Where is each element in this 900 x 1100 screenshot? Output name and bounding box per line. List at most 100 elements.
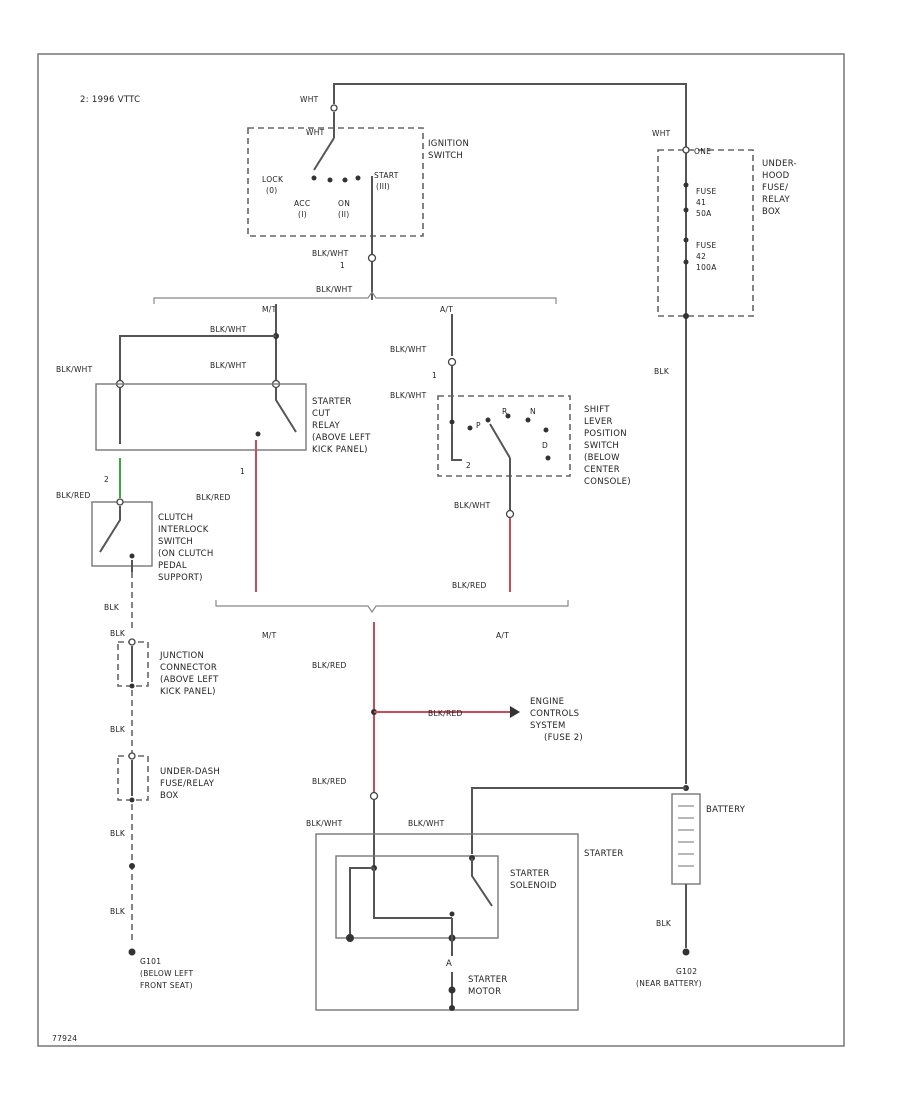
engine-name-1: ENGINE (530, 697, 564, 707)
clutch-name-6: SUPPORT) (158, 573, 203, 583)
engine-name-3: SYSTEM (530, 721, 566, 731)
fuse-box-name-5: BOX (762, 207, 781, 217)
ignition-pos-wht: WHT (306, 128, 325, 137)
ignition-lock-label: LOCK (262, 175, 284, 184)
relay-name-4: (ABOVE LEFT (312, 433, 371, 443)
shift-pos-r: R (502, 407, 508, 416)
underdash-wire-out: BLK (110, 829, 126, 838)
fuse-label-top: ONE (694, 147, 711, 156)
clutch-name-2: INTERLOCK (158, 525, 209, 535)
junction-name-4: KICK PANEL) (160, 687, 216, 697)
clutch-interlock-switch (91, 498, 153, 632)
branch-mt-upper: M/T (262, 305, 277, 314)
clutch-out-wire: BLK (104, 603, 120, 612)
relay-wire-a: BLK/WHT (210, 325, 247, 334)
starter-motor-1: STARTER (468, 975, 508, 985)
branch-at-upper: A/T (440, 305, 453, 314)
shift-name-1: SHIFT (584, 405, 610, 415)
ignition-on-num: (II) (338, 210, 349, 219)
underdash-wire-ground: BLK (110, 907, 126, 916)
junction-wire-in: BLK (110, 629, 126, 638)
fuse-box-name-3: FUSE/ (762, 183, 788, 193)
diagram-code: 77924 (52, 1034, 77, 1043)
starter-solenoid-1: STARTER (510, 869, 550, 879)
ignition-out-pin: 1 (340, 261, 345, 270)
junction-wire-out: BLK (110, 725, 126, 734)
engine-trunk-wire: BLK/RED (312, 661, 347, 670)
relay-name-2: CUT (312, 409, 331, 419)
fuse-box-out-wire: BLK (654, 367, 670, 376)
branch-mt-lower: M/T (262, 631, 277, 640)
ignition-switch (247, 112, 424, 300)
engine-branch-wire: BLK/RED (428, 709, 463, 718)
relay-out-wire: BLK/RED (196, 493, 231, 502)
clutch-name-5: PEDAL (158, 561, 187, 571)
clutch-pin: 2 (104, 475, 109, 484)
ignition-switch-name-2: SWITCH (428, 151, 463, 161)
starter-name: STARTER (584, 849, 624, 859)
ignition-on-label: ON (338, 199, 350, 208)
relay-wire-b: BLK/WHT (210, 361, 247, 370)
starter-wire-right: BLK/WHT (408, 819, 445, 828)
ground1-line3: FRONT SEAT) (140, 981, 193, 990)
branch-at-lower: A/T (496, 631, 509, 640)
fuse2-num: 42 (696, 252, 706, 261)
ignition-bus-wire: BLK/WHT (316, 285, 353, 294)
shift-pos-2: 2 (466, 461, 471, 470)
shift-out-wire: BLK/WHT (454, 501, 491, 510)
ground2-line2: (NEAR BATTERY) (636, 979, 702, 988)
shift-pos-n: N (530, 407, 536, 416)
starter-cut-relay (95, 304, 307, 592)
feed-wire-wht (330, 83, 687, 148)
engine-lower-wire: BLK/RED (312, 777, 347, 786)
shift-name-5: (BELOW (584, 453, 620, 463)
engine-name-2: CONTROLS (530, 709, 579, 719)
engine-name-4: (FUSE 2) (544, 733, 583, 743)
shift-name-4: SWITCH (584, 441, 619, 451)
ignition-connector (367, 253, 377, 263)
clutch-name-3: SWITCH (158, 537, 193, 547)
clutch-name-1: CLUTCH (158, 513, 193, 523)
ground2-line1: G102 (676, 967, 697, 976)
diagram-frame (37, 53, 845, 1047)
ignition-acc-label: ACC (294, 199, 310, 208)
shift-name-2: LEVER (584, 417, 613, 427)
junction-name-1: JUNCTION (159, 651, 204, 661)
ignition-switch-name-1: IGNITION (428, 139, 469, 149)
shift-pos-p: P (476, 421, 481, 430)
starter-assembly (315, 833, 579, 1011)
ignition-lock-num: (0) (266, 186, 278, 195)
fuse-box-name-4: RELAY (762, 195, 791, 205)
ignition-start-label: START (374, 171, 399, 180)
battery-label: BATTERY (706, 805, 746, 815)
junction-name-2: CONNECTOR (160, 663, 217, 673)
clutch-in-wire: BLK/RED (56, 491, 91, 500)
relay-wire-left: BLK/WHT (56, 365, 93, 374)
ground1-line2: (BELOW LEFT (140, 969, 194, 978)
relay-name-5: KICK PANEL) (312, 445, 368, 455)
junction-name-3: (ABOVE LEFT (160, 675, 219, 685)
starter-motor-2: MOTOR (468, 987, 501, 997)
upper-branch-bracket (153, 290, 557, 304)
engine-controls-feed (369, 622, 520, 866)
fuse-box-name-1: UNDER- (762, 159, 797, 169)
ignition-out-wire: BLK/WHT (312, 249, 349, 258)
starter-wire-left: BLK/WHT (306, 819, 343, 828)
shift-wire-inside: BLK/WHT (390, 391, 427, 400)
shift-name-3: POSITION (584, 429, 627, 439)
underhood-fuse-box (657, 146, 754, 784)
ignition-acc-num: (I) (298, 210, 307, 219)
ground2-wire: BLK (656, 919, 672, 928)
underdash-name-3: BOX (160, 791, 179, 801)
wire-label-wht-ignition: WHT (300, 95, 319, 104)
underdash-name-1: UNDER-DASH (160, 767, 220, 777)
starter-solenoid-2: SOLENOID (510, 881, 557, 891)
ground1-line1: G101 (140, 957, 161, 966)
fuse1-amp: 50A (696, 209, 712, 218)
starter-motor-letter: A (446, 959, 452, 969)
underdash-fuse-relay-box (117, 752, 149, 956)
fuse1-label: FUSE (696, 187, 717, 196)
junction-connector (117, 638, 149, 756)
ignition-start-num: (III) (376, 182, 390, 191)
fuse2-label: FUSE (696, 241, 717, 250)
